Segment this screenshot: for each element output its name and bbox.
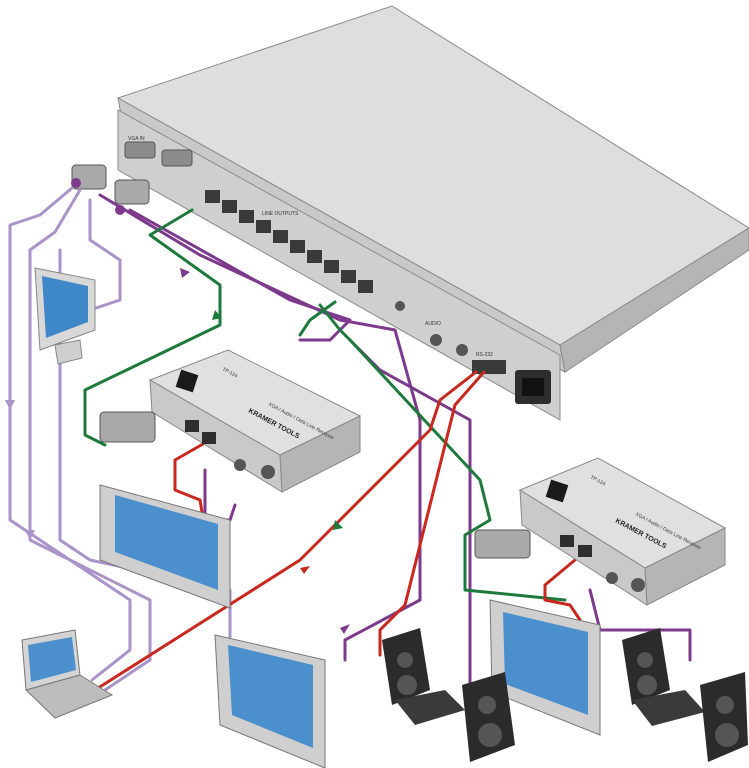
audio-jacks: AUDIO [395, 301, 468, 356]
rj45-port-3 [239, 210, 254, 223]
rj45-port-5 [273, 230, 288, 243]
audio-cable-speakers [378, 370, 486, 657]
rj45-port-8 [324, 260, 339, 273]
monitor-screen [42, 276, 88, 338]
rj45-output-ports: LINE OUTPUTS [205, 190, 373, 293]
vga-cable-main-1 [98, 193, 422, 662]
vga-cable-display-2 [58, 248, 232, 652]
amplifier-2 [632, 690, 705, 726]
vga-plug-a [71, 178, 81, 188]
arrow-line-1 [212, 310, 222, 320]
kramer-logo-2 [545, 479, 569, 503]
monitor-stand [54, 339, 83, 365]
speaker-2a-cone-bottom [637, 675, 657, 695]
laptop-base [25, 674, 114, 719]
audio-cable-laptop [93, 370, 478, 692]
receiver-2-power-jack [631, 578, 645, 592]
line-cable-rx2 [318, 303, 567, 602]
speaker-1a-cone-bottom [397, 675, 417, 695]
rj45-port-4 [256, 220, 271, 233]
display-3-screen [503, 612, 588, 715]
receiver-2-terminal [578, 545, 592, 557]
vga-port-loop [161, 149, 193, 167]
rj45-port-1 [205, 190, 220, 203]
vga-cable-monitor [88, 198, 122, 312]
rs232-terminal [472, 360, 506, 374]
rj45-port-9 [341, 270, 356, 283]
line-cable-rx1 [83, 208, 222, 447]
receiver-1-audio-jack [234, 459, 246, 471]
display-2-screen [228, 645, 313, 748]
line-cable-stub [298, 300, 337, 337]
laptop-screen [28, 637, 76, 682]
vga-cable-laptop [8, 186, 132, 682]
kramer-logo-1 [175, 369, 199, 393]
receiver-1: KRAMER TOOLS XGA / Audio / Data Line Rec… [99, 349, 362, 493]
arrow-vga-2 [340, 624, 350, 634]
audio-label: AUDIO [425, 321, 441, 327]
speaker-2b-cone-top [716, 696, 734, 714]
receiver-2-vga-connector [474, 529, 531, 559]
main-unit-side [559, 227, 749, 373]
rs232-label: RS-232 [476, 352, 493, 358]
amplifier-1 [395, 690, 465, 725]
arrow-vga-light-2 [25, 530, 35, 540]
line-outputs-label: LINE OUTPUTS [262, 211, 299, 217]
receiver-2: KRAMER TOOLS XGA / Audio / Data Line Rec… [474, 457, 727, 606]
receiver-2-rj45 [560, 535, 574, 547]
receiver-1-side [279, 415, 361, 493]
rj45-port-7 [307, 250, 322, 263]
receiver-1-power-jack [261, 465, 275, 479]
speaker-1b-cone-top [478, 696, 496, 714]
audio-jack-3 [456, 344, 468, 356]
vga-in-label: VGA IN [128, 136, 145, 142]
speaker-2b [700, 672, 748, 762]
audio-cable-rx2-red [543, 558, 582, 622]
arrow-audio-1 [300, 566, 310, 574]
audio-cable-rx1 [203, 468, 237, 522]
vga-cable-main-2 [128, 208, 352, 342]
crt-monitor [34, 267, 96, 365]
arrow-vga-1 [180, 268, 190, 278]
rj45-port-2 [222, 200, 237, 213]
speaker-set-2 [622, 628, 748, 762]
speaker-2a-cone-top [637, 652, 653, 668]
vga-cable-heads [71, 164, 150, 215]
main-distribution-unit: LINE OUTPUTS VGA IN AUDIO RS-232 [116, 5, 749, 421]
receiver-1-vga-connector [99, 411, 156, 443]
display-1-screen [115, 495, 218, 590]
laptop [21, 629, 114, 719]
arrow-vga-light-1 [5, 400, 15, 410]
audio-jack-1 [395, 301, 405, 311]
signal-arrows [5, 268, 350, 634]
vga-input-connectors: VGA IN [124, 136, 193, 167]
speaker-2b-cone-bottom [715, 723, 739, 747]
power-socket-inner [522, 378, 544, 396]
vga-connector-b [114, 179, 150, 205]
flat-panel-display-1 [99, 484, 231, 609]
receiver-2-audio-jack [606, 572, 618, 584]
receiver-2-side [644, 527, 726, 606]
speaker-1a-cone-top [397, 652, 413, 668]
vga-port-in [124, 141, 156, 159]
audio-jack-2 [430, 334, 442, 346]
speaker-set-1 [382, 628, 515, 762]
receiver-1-terminal [202, 432, 216, 444]
receiver-1-rj45 [185, 420, 199, 432]
rj45-port-6 [290, 240, 305, 253]
audio-cable-rx2 [588, 588, 692, 662]
flat-panel-display-2 [214, 634, 326, 768]
flat-panel-display-3 [489, 599, 601, 736]
arrow-line-2 [333, 520, 343, 530]
speaker-1b [462, 672, 515, 762]
speaker-1b-cone-bottom [478, 723, 502, 747]
rj45-port-10 [358, 280, 373, 293]
